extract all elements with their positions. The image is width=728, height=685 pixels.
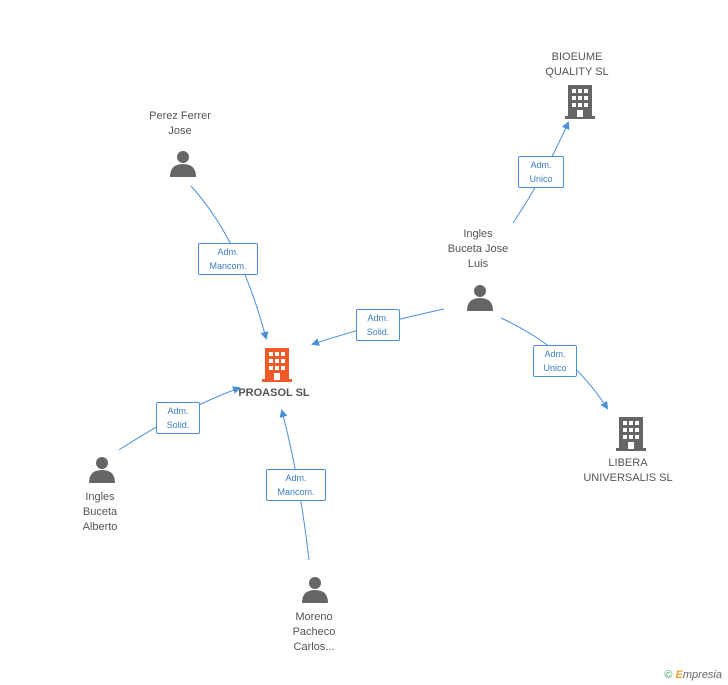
node-label-ingles-jose[interactable]: Ingles Buceta Jose Luis xyxy=(447,228,509,270)
brand-logo-initial: E xyxy=(675,669,683,681)
node-label-perez[interactable]: Perez Ferrer Jose xyxy=(149,110,211,137)
edge-label-ingles-jose-bioeume[interactable]: Adm. Unico xyxy=(518,156,564,188)
edge-label-ingles-jose-proasol[interactable]: Adm. Solid. xyxy=(356,309,400,341)
person-icon[interactable] xyxy=(88,455,116,488)
building-icon[interactable] xyxy=(565,85,595,124)
copyright-symbol: © xyxy=(664,669,673,681)
person-icon[interactable] xyxy=(301,575,329,608)
footer-watermark: © Empresia xyxy=(664,669,722,681)
edge-label-ingles-jose-libera[interactable]: Adm. Unico xyxy=(533,345,577,377)
center-company-label[interactable]: PROASOL SL xyxy=(238,387,310,399)
edge-label-perez-proasol[interactable]: Adm. Mancom. xyxy=(198,243,258,275)
building-icon[interactable] xyxy=(616,417,646,456)
node-label-bioeume[interactable]: BIOEUME QUALITY SL xyxy=(545,51,609,78)
node-label-libera[interactable]: LIBERA UNIVERSALIS SL xyxy=(583,457,673,484)
brand-logo-text: mpresia xyxy=(682,669,722,681)
person-icon[interactable] xyxy=(466,283,494,316)
edge-label-ingles-alberto-proasol[interactable]: Adm. Solid. xyxy=(156,402,200,434)
center-building-icon[interactable] xyxy=(262,348,292,387)
node-label-ingles-alberto[interactable]: Ingles Buceta Alberto xyxy=(82,491,118,533)
edge-label-moreno-proasol[interactable]: Adm. Mancom. xyxy=(266,469,326,501)
person-icon[interactable] xyxy=(169,149,197,182)
node-label-moreno[interactable]: Moreno Pacheco Carlos... xyxy=(292,611,336,653)
